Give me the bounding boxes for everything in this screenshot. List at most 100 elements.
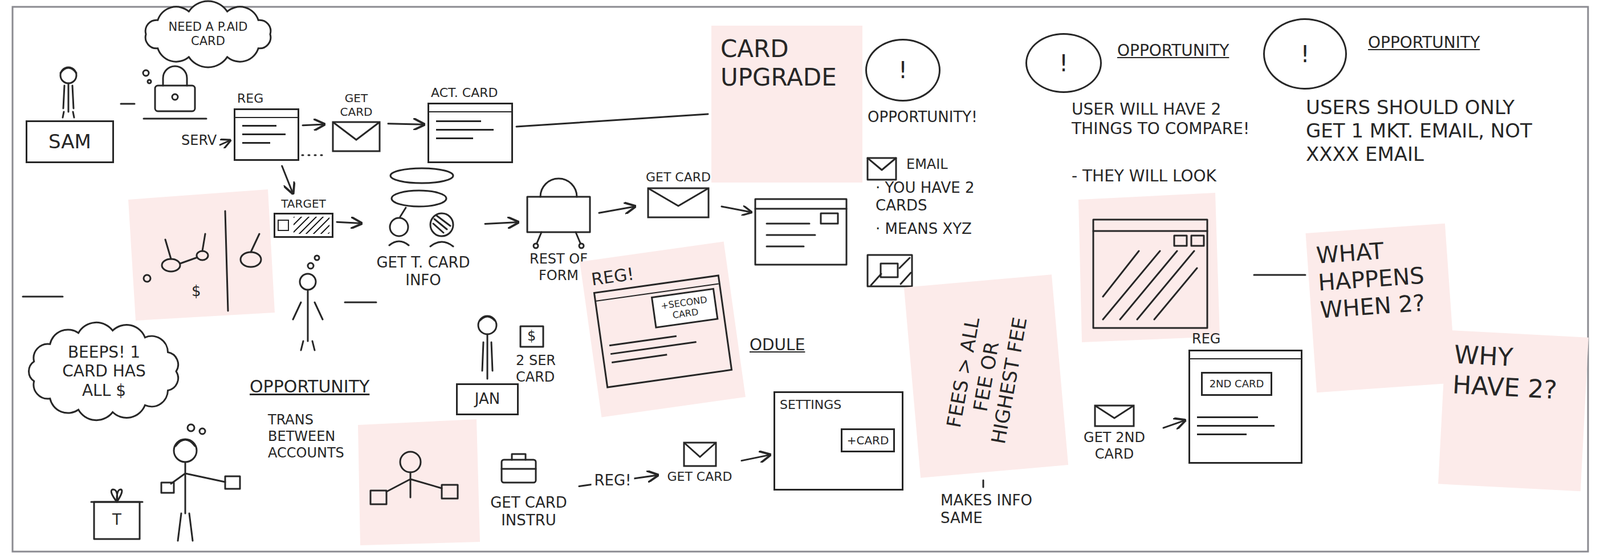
note-text: $: [527, 327, 536, 345]
envelope-step: GET CARD: [661, 438, 739, 499]
person-box: JAN: [456, 383, 519, 415]
note-text: OPPORTUNITY: [1368, 33, 1480, 53]
sketch-stroke: [165, 210, 260, 311]
node-label: GET 2ND CARD: [1068, 429, 1160, 463]
envelope-step: GET CARD: [327, 91, 385, 155]
note-text: USER WILL HAVE 2 THINGS TO COMPARE!: [1071, 99, 1260, 138]
sketch-stroke: [173, 438, 197, 462]
screen-sketch: ACT. CARD: [427, 85, 514, 166]
board-frame: [12, 6, 1589, 552]
rotated-text-holder: FEES > ALL FEE OR HIGHEST FEE: [939, 299, 1033, 453]
sketch-stroke: [520, 326, 544, 347]
node-label: REG: [1188, 330, 1303, 348]
sketch-stroke: [172, 94, 178, 100]
node-label: 2ND CARD: [1209, 377, 1265, 390]
sketch-stroke: [307, 262, 314, 269]
note-text: OPPORTUNITY!: [867, 108, 978, 126]
edge-label: REG!: [591, 470, 634, 490]
sketch-stroke: [400, 451, 421, 472]
button-box: +CARD: [840, 428, 895, 453]
sketch-stroke: [120, 103, 135, 105]
sketch-stroke: [187, 424, 195, 431]
sketch-stroke: [870, 257, 911, 286]
sketch-stroke: [579, 243, 584, 248]
note-anchor: OPPORTUNITY: [249, 376, 370, 397]
icon-step: GET CARD INSTRU: [481, 444, 576, 542]
note-text: - THEY WILL LOOK: [1071, 166, 1260, 186]
note-text: T: [112, 510, 122, 529]
flow-arrow: [599, 206, 635, 213]
sketch-stroke: [161, 482, 174, 493]
note-anchor: OPPORTUNITY!: [867, 108, 978, 126]
envelope-body: [332, 121, 380, 152]
sketch-stroke: [533, 243, 539, 248]
node-label: TARGET: [273, 196, 334, 211]
screen-sketch: REG 2ND CARD: [1188, 330, 1303, 468]
sketch-stroke: [171, 461, 226, 541]
sketch-stroke: [1102, 250, 1198, 320]
edge-label-anchor: REG!: [591, 470, 634, 490]
sketch-stroke: [540, 178, 577, 197]
note-text: OPPORTUNITY: [249, 376, 370, 397]
sketch-stroke: [501, 459, 536, 483]
button-box: 2ND CARD: [1200, 371, 1273, 396]
sketch-stroke: [536, 231, 581, 243]
sketch-stroke: [430, 213, 454, 236]
sketch-stroke: [721, 206, 752, 213]
envelope-flap: [332, 121, 380, 140]
form-line: [611, 353, 667, 364]
sketch-stroke: [143, 70, 149, 76]
sketch-stroke: [370, 490, 387, 504]
sticky-notes: [128, 189, 1220, 545]
sticky-note: WHAT HAPPENS WHEN 2?: [1305, 223, 1457, 393]
form-line: [436, 128, 494, 131]
screen-frame: [233, 108, 300, 161]
screen-sketch: REG: [233, 91, 300, 163]
card-step: TARGET: [273, 196, 334, 244]
sketch-stroke: [516, 114, 708, 127]
sketch-stroke: [766, 223, 816, 247]
envelope-icon: [646, 186, 710, 219]
note-anchor: USER WILL HAVE 2 THINGS TO COMPARE!: [1071, 99, 1260, 138]
button-box: +SECOND CARD: [650, 287, 719, 329]
title-bar: [235, 110, 298, 118]
envelope-icon: [682, 441, 718, 467]
sketch-stroke: [755, 198, 847, 265]
note-anchor: ODULE: [749, 335, 805, 355]
flow-arrow: [282, 165, 293, 194]
form-line: [1197, 416, 1258, 418]
note-text: ODULE: [749, 335, 805, 355]
sketch-stroke: [163, 66, 187, 86]
form-line: [242, 133, 286, 136]
sketch-stroke: [62, 83, 75, 118]
form-line: [1197, 433, 1247, 435]
sketch-stroke: [60, 67, 77, 84]
node-label: REG!: [589, 251, 719, 291]
note-text: MAKES INFO SAME: [940, 491, 1049, 527]
screen-sketch: SETTINGS+CARD: [773, 391, 904, 491]
alert-circle: !: [1025, 33, 1102, 93]
screen-frame: [1188, 349, 1303, 464]
figure-space: [481, 444, 576, 494]
note-anchor: USERS SHOULD ONLY GET 1 MKT. EMAIL, NOT …: [1305, 95, 1557, 166]
sketch-stroke: [880, 263, 898, 278]
sketch-stroke: [386, 471, 442, 498]
cloud-path: [29, 322, 179, 420]
note-anchor: OPPORTUNITY: [1117, 41, 1229, 61]
sketch-stroke: [441, 484, 458, 499]
note-text: EMAIL: [906, 156, 948, 173]
sketch-stroke: [391, 190, 447, 207]
network-sticky: [128, 189, 275, 321]
transfer-sticky: [357, 418, 480, 545]
form-line: [242, 124, 277, 127]
node-label: !: [1300, 40, 1310, 68]
sketch-stroke: [147, 79, 152, 84]
sketch-stroke: [161, 258, 181, 272]
node-label: +SECOND CARD: [658, 293, 711, 323]
note-text: USERS SHOULD ONLY GET 1 MKT. EMAIL, NOT …: [1305, 95, 1557, 166]
flow-arrow: [1163, 420, 1186, 428]
figure-step: GET T. CARD INFO: [364, 162, 482, 291]
sketch-stroke: [1093, 230, 1208, 232]
node-label: REG: [233, 91, 300, 107]
